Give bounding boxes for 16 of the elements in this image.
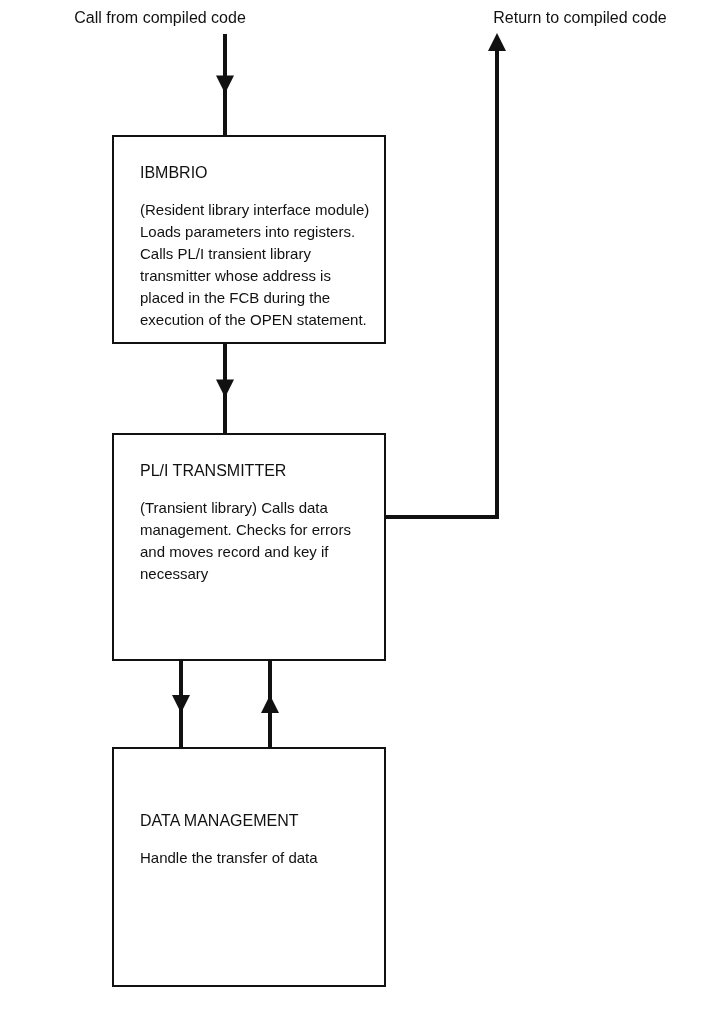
process-box bbox=[112, 747, 386, 987]
arrow bbox=[386, 33, 506, 519]
process-box bbox=[112, 135, 386, 344]
box-description: (Transient library) Calls data management. Checks for errors and moves record and key if necessary bbox=[140, 498, 352, 584]
arrow bbox=[261, 661, 279, 747]
box-description: (Resident library interface module) Loads parameters into registers. Calls PL/I transient library transmitter whose address is placed in the FCB during the execution of the OPEN statement. bbox=[140, 200, 371, 330]
box-description: Handle the transfer of data bbox=[140, 848, 319, 868]
box-title: PL/I TRANSMITTER bbox=[140, 461, 287, 481]
arrow bbox=[172, 661, 190, 747]
process-box bbox=[112, 433, 386, 661]
arrow bbox=[216, 344, 234, 433]
flow-label: Return to compiled code bbox=[440, 8, 720, 34]
box-title: DATA MANAGEMENT bbox=[140, 811, 299, 831]
box-title: IBMBRIO bbox=[140, 163, 208, 183]
flow-label: Call from compiled code bbox=[40, 8, 280, 34]
arrow bbox=[216, 34, 234, 135]
